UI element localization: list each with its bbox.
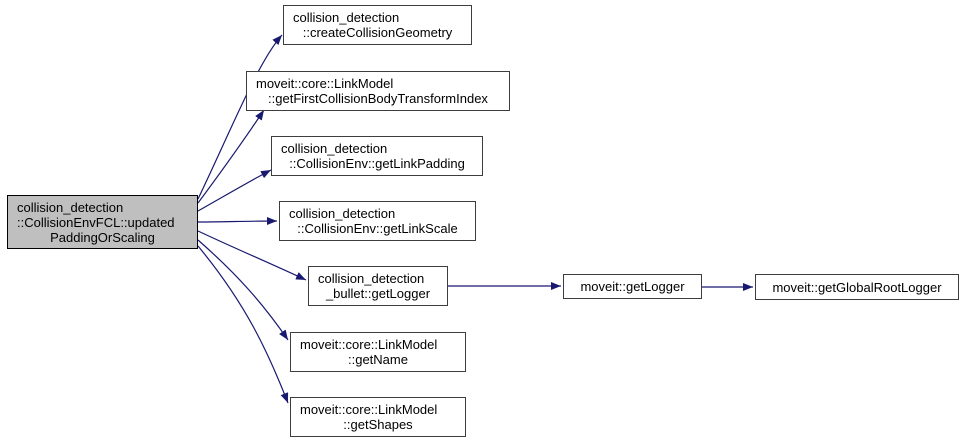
node-label-line: collision_detection (318, 271, 425, 286)
node-moveit-getLogger[interactable]: moveit::getLogger (563, 274, 702, 299)
node-label-line: moveit::core::LinkModel (300, 337, 438, 352)
node-label-line: collision_detection (293, 10, 400, 25)
node-label-line: ::CollisionEnv::getLinkScale (297, 221, 458, 236)
node-label-line: ::CollisionEnv::getLinkPadding (289, 156, 465, 171)
node-label-line: moveit::getLogger (580, 279, 685, 294)
node-label-line: collision_detection (17, 199, 124, 215)
node-label-line: collision_detection (281, 141, 388, 156)
node-label-line: ::getName (348, 352, 408, 367)
edge-updatedPaddingOrScaling-to-createCollisionGeometry (197, 34, 283, 200)
node-label-line: ::getFirstCollisionBodyTransformIndex (268, 91, 488, 106)
node-updatedPaddingOrScaling: collision_detection::CollisionEnvFCL::up… (7, 195, 198, 249)
node-label-line: ::CollisionEnvFCL::updated (17, 214, 175, 230)
node-label-line: PaddingOrScaling (50, 229, 155, 245)
edge-updatedPaddingOrScaling-to-getLinkPadding (197, 169, 272, 212)
node-label-line: _bullet::getLogger (325, 286, 431, 301)
node-getFirstCollisionBodyTransformIndex[interactable]: moveit::core::LinkModel::getFirstCollisi… (246, 71, 510, 111)
edge-updatedPaddingOrScaling-to-getLinkScale (197, 217, 278, 226)
node-getLinkPadding[interactable]: collision_detection::CollisionEnv::getLi… (271, 136, 483, 176)
node-label-line: moveit::core::LinkModel (300, 402, 438, 417)
edge-updatedPaddingOrScaling-to-getName (197, 239, 289, 341)
node-getGlobalRootLogger[interactable]: moveit::getGlobalRootLogger (755, 274, 959, 300)
node-createCollisionGeometry[interactable]: collision_detection::createCollisionGeom… (283, 5, 472, 45)
node-label-line: ::createCollisionGeometry (302, 25, 453, 40)
node-label-line: collision_detection (289, 206, 396, 221)
node-bullet-getLogger[interactable]: collision_detection_bullet::getLogger (308, 266, 448, 306)
node-getLinkScale[interactable]: collision_detection::CollisionEnv::getLi… (279, 201, 476, 241)
edge-updatedPaddingOrScaling-to-bullet-getLogger (197, 230, 307, 281)
node-label-line: moveit::core::LinkModel (256, 76, 394, 91)
node-label-line: moveit::getGlobalRootLogger (772, 279, 942, 295)
node-getShapes[interactable]: moveit::core::LinkModel::getShapes (290, 397, 466, 437)
edge-updatedPaddingOrScaling-to-getFirstCollisionBodyTransformIndex (197, 109, 265, 204)
edge-updatedPaddingOrScaling-to-getShapes (197, 245, 289, 404)
edge-group (197, 34, 753, 404)
node-getName[interactable]: moveit::core::LinkModel::getName (290, 332, 466, 372)
node-label-line: ::getShapes (343, 417, 413, 432)
